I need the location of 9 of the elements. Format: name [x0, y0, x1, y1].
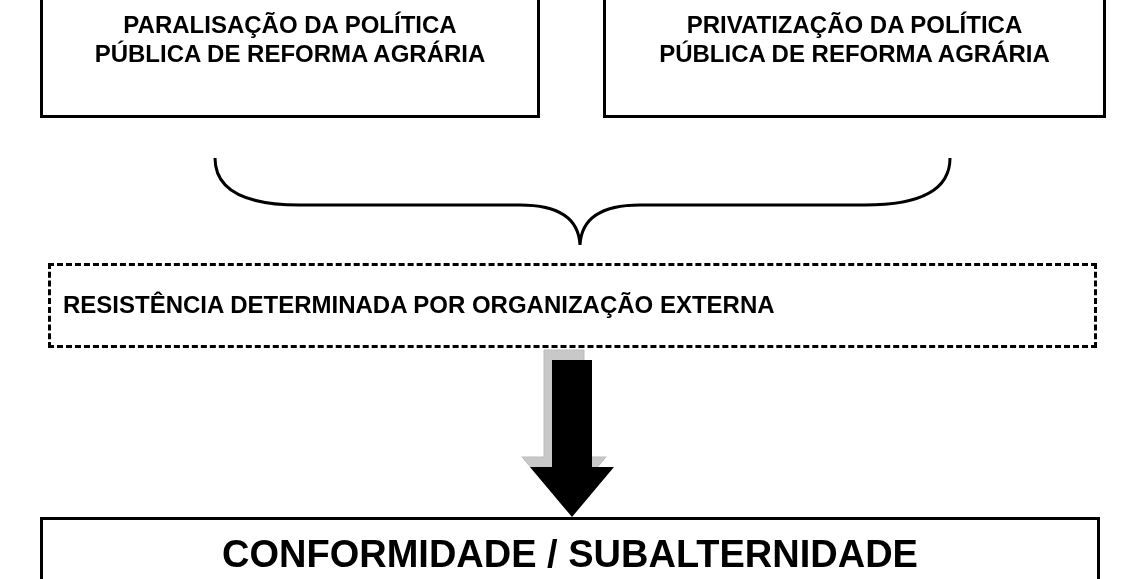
dashed-box	[48, 263, 1097, 348]
text-box	[40, 517, 1100, 579]
box-text: PARALISAÇÃO DA POLÍTICA PÚBLICA DE REFORMA AGRÁRIA	[93, 11, 487, 69]
text-box	[603, 0, 1106, 118]
box-text: CONFORMIDADE / SUBALTERNIDADE	[222, 532, 918, 577]
block-arrow	[521, 349, 614, 517]
text-box	[40, 0, 540, 118]
box-text: PRIVATIZAÇÃO DA POLÍTICA PÚBLICA DE REFORMA AGRÁRIA	[658, 11, 1051, 69]
box-text: RESISTÊNCIA DETERMINADA POR ORGANIZAÇÃO EXTERNA	[63, 291, 775, 320]
